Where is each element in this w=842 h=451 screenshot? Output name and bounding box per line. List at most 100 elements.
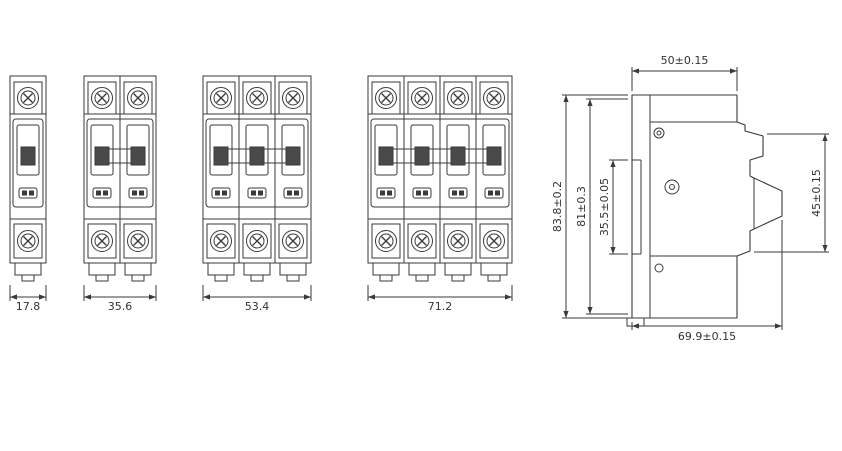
breaker-outline (202, 75, 312, 264)
pole-module (123, 81, 153, 282)
pole-module (479, 81, 509, 282)
indicator-window (448, 187, 468, 199)
bottom-terminal (206, 223, 236, 259)
din-clip-tab (214, 274, 228, 282)
top-terminal-screw (282, 87, 304, 109)
din-clip-tab (131, 274, 145, 282)
dimension-label: 53.4 (245, 300, 270, 313)
handle-slot (482, 124, 506, 176)
front-view-2-pole-width-dimension: 35.6 (83, 285, 157, 313)
dimension-front-height: 45±0.15 (754, 133, 829, 253)
dimension-label: 50±0.15 (661, 54, 709, 67)
top-terminal (407, 81, 437, 115)
pole-module (443, 81, 473, 282)
dimension-label: 45±0.15 (810, 169, 823, 217)
indicator-window (484, 187, 504, 199)
handle-slot (90, 124, 114, 176)
bottom-terminal-screw (282, 230, 304, 252)
front-view-4-pole (367, 75, 513, 282)
top-terminal-screw (447, 87, 469, 109)
breaker-outline (9, 75, 47, 264)
din-clip (14, 262, 42, 276)
front-panel (370, 118, 510, 208)
bottom-terminal (87, 223, 117, 259)
bottom-terminal (123, 223, 153, 259)
bottom-terminal (479, 223, 509, 259)
dimension-label: 71.2 (428, 300, 453, 313)
din-clip-tab (379, 274, 393, 282)
front-view-3-pole (202, 75, 312, 282)
din-clip (279, 262, 307, 276)
din-clip (243, 262, 271, 276)
dimension-din-slot: 35.5±0.05 (598, 159, 628, 255)
handle-slot (209, 124, 233, 176)
top-terminal (206, 81, 236, 115)
bottom-terminal (242, 223, 272, 259)
dimension-label: 35.5±0.05 (598, 178, 611, 236)
top-terminal-screw (483, 87, 505, 109)
handle-slot (446, 124, 470, 176)
toggle-handle (249, 146, 265, 166)
bottom-terminal-screw (91, 230, 113, 252)
top-terminal (371, 81, 401, 115)
bottom-terminal-screw (411, 230, 433, 252)
din-clip (124, 262, 152, 276)
din-clip (207, 262, 235, 276)
din-clip-tab (415, 274, 429, 282)
pole-module (87, 81, 117, 282)
handle-slot (410, 124, 434, 176)
dimension-height-body: 81±0.3 (575, 98, 628, 315)
dimension-label: 83.8±0.2 (551, 181, 564, 232)
din-clip-tab (487, 274, 501, 282)
bottom-terminal (443, 223, 473, 259)
top-terminal-screw (17, 87, 39, 109)
bottom-terminal (407, 223, 437, 259)
handle-slot (126, 124, 150, 176)
pole-module (206, 81, 236, 282)
top-terminal (87, 81, 117, 115)
bottom-terminal-screw (17, 230, 39, 252)
top-terminal-screw (91, 87, 113, 109)
bottom-terminal-screw (210, 230, 232, 252)
bottom-terminal-screw (483, 230, 505, 252)
top-terminal-screw (127, 87, 149, 109)
front-view-3-pole-width-dimension: 53.4 (202, 285, 312, 313)
pole-module (371, 81, 401, 282)
dimension-label: 35.6 (108, 300, 133, 313)
pole-module (407, 81, 437, 282)
pole-module (242, 81, 272, 282)
top-terminal-screw (210, 87, 232, 109)
pole-module (13, 81, 43, 282)
dimension-top-width: 50±0.15 (631, 54, 738, 91)
toggle-handle (450, 146, 466, 166)
top-terminal-screw (246, 87, 268, 109)
din-clip-tab (286, 274, 300, 282)
indicator-window (18, 187, 38, 199)
side-view (626, 94, 783, 327)
indicator-window (376, 187, 396, 199)
dimension-depth: 69.9±0.15 (631, 220, 783, 343)
front-panel (86, 118, 154, 208)
bottom-terminal-screw (246, 230, 268, 252)
toggle-handle (285, 146, 301, 166)
bottom-terminal (278, 223, 308, 259)
din-clip-tab (250, 274, 264, 282)
front-panel (12, 118, 44, 208)
indicator-window (128, 187, 148, 199)
dimension-height-overall: 83.8±0.2 (551, 94, 628, 319)
din-clip (88, 262, 116, 276)
dimension-label: 69.9±0.15 (678, 330, 736, 343)
handle-slot (281, 124, 305, 176)
din-clip-tab (21, 274, 35, 282)
top-terminal (479, 81, 509, 115)
top-terminal (123, 81, 153, 115)
top-terminal-screw (375, 87, 397, 109)
bottom-terminal-screw (375, 230, 397, 252)
dimension-label: 17.8 (16, 300, 41, 313)
front-view-1-pole (9, 75, 47, 282)
handle-slot (245, 124, 269, 176)
indicator-window (92, 187, 112, 199)
din-clip-tab (95, 274, 109, 282)
indicator-window (211, 187, 231, 199)
